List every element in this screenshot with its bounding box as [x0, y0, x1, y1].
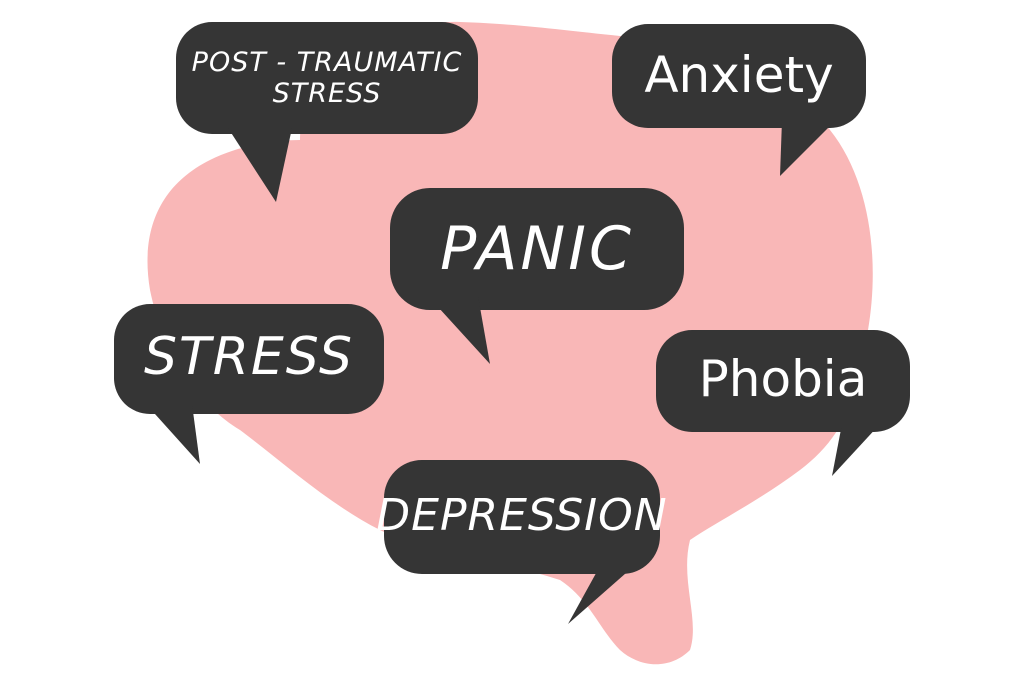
panic-label: PANIC [440, 213, 634, 284]
bubble-stress [114, 304, 384, 464]
phobia-label: Phobia [698, 350, 868, 409]
brain-icon [147, 21, 873, 665]
ptsd-label: POST - TRAUMATIC STRESS [191, 46, 463, 109]
bubble-ptsd [176, 22, 478, 202]
depression-label: DEPRESSION [376, 489, 668, 541]
bubble-phobia [656, 330, 910, 476]
stress-label: STRESS [144, 327, 354, 388]
bubble-anxiety [612, 24, 866, 176]
anxiety-label: Anxiety [644, 46, 834, 105]
bubble-panic [390, 188, 684, 364]
bubble-depression [384, 460, 660, 624]
